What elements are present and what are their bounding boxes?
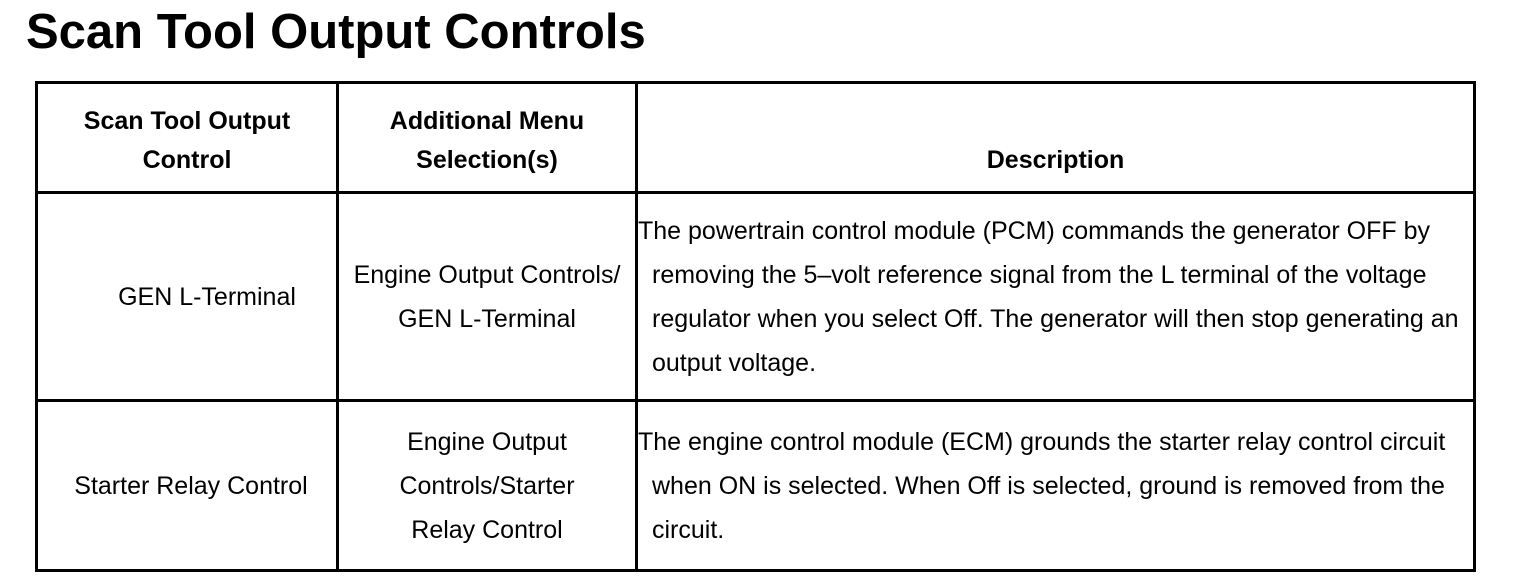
table-header-row: Scan Tool Output Control Additional Menu…: [35, 81, 1476, 194]
cell-description: The engine control module (ECM) grounds …: [635, 399, 1476, 572]
table-row: Starter Relay Control Engine Output Cont…: [35, 399, 1476, 572]
header-additional-menu-selections: Additional Menu Selection(s): [336, 81, 638, 194]
cell-menu-selection: Engine Output Controls/Starter Relay Con…: [336, 399, 638, 572]
header-scan-tool-output-control: Scan Tool Output Control: [35, 81, 339, 194]
output-controls-table: Scan Tool Output Control Additional Menu…: [35, 81, 1476, 572]
table-row: GEN L-Terminal Engine Output Controls/ G…: [35, 191, 1476, 402]
page-title: Scan Tool Output Controls: [26, 5, 646, 59]
cell-output-control: Starter Relay Control: [35, 399, 339, 572]
cell-output-control: GEN L-Terminal: [35, 191, 339, 402]
cell-menu-selection: Engine Output Controls/ GEN L-Terminal: [336, 191, 638, 402]
cell-description: The powertrain control module (PCM) comm…: [635, 191, 1476, 402]
header-description: Description: [635, 81, 1476, 194]
